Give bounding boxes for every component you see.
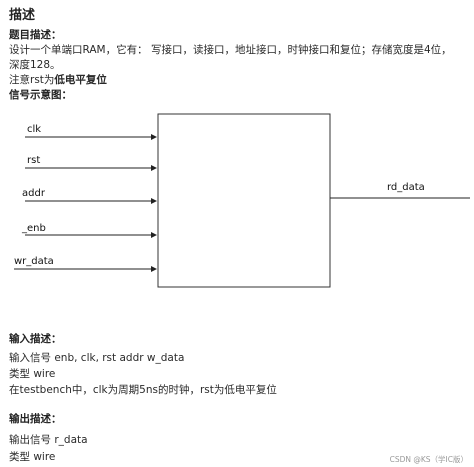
reset-note-prefix: 注意rst为 <box>9 74 55 86</box>
page-heading: 描述 <box>9 8 36 23</box>
watermark: CSDN @KS（学IC版） <box>389 455 468 464</box>
signal-diagram-label: 信号示意图： <box>9 89 72 101</box>
addr-label: addr <box>22 188 46 199</box>
input-desc-title: 输入描述： <box>9 333 62 345</box>
signal-diagram: clk rst addr _enb wr_data rd_data <box>14 113 470 288</box>
problem-label: 题目描述： <box>9 29 62 41</box>
output-type: 类型 wire <box>9 451 56 463</box>
enb-label: _enb <box>21 223 46 234</box>
output-signals: 输出信号 r_data <box>9 434 88 446</box>
rst-label: rst <box>27 155 40 166</box>
wr-data-label: wr_data <box>14 256 54 267</box>
input-signals: 输入信号 enb, clk, rst addr w_data <box>9 352 185 364</box>
clk-label: clk <box>27 124 41 135</box>
problem-line-2: 深度128。 <box>9 59 61 71</box>
problem-line-1: 设计一个单端口RAM，它有： 写接口，读接口，地址接口，时钟接口和复位；存储宽度… <box>9 44 452 56</box>
input-type: 类型 wire <box>9 368 56 380</box>
rd-data-label: rd_data <box>387 182 425 193</box>
output-desc-title: 输出描述： <box>9 413 62 425</box>
reset-note-bold: 低电平复位 <box>54 74 107 86</box>
input-note: 在testbench中，clk为周期5ns的时钟，rst为低电平复位 <box>9 384 277 396</box>
ram-block <box>157 113 331 288</box>
reset-note: 注意rst为低电平复位 <box>9 72 107 87</box>
